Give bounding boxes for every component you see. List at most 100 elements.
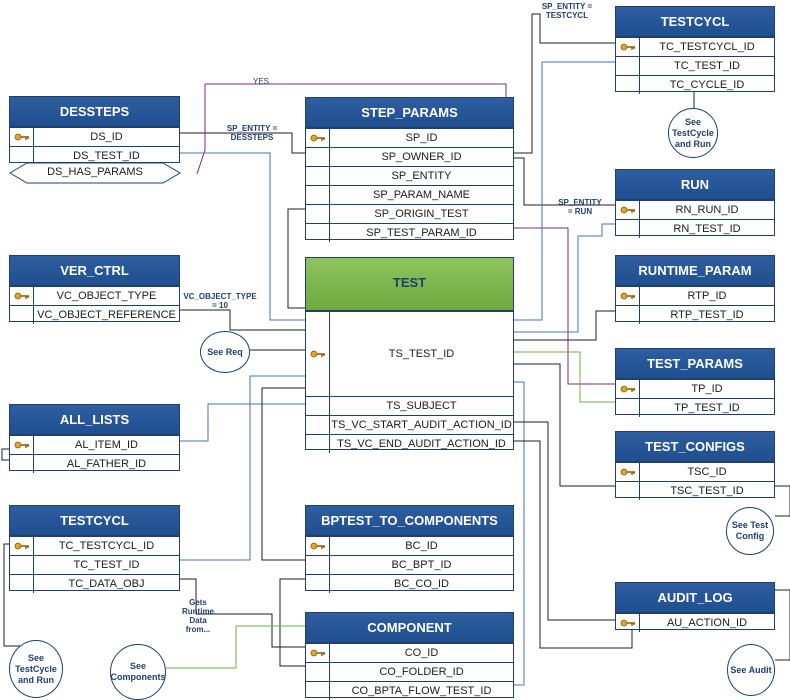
- note-line: See Audit: [730, 664, 772, 675]
- field-row: RN_RUN_ID: [616, 200, 774, 219]
- key-cell: [306, 644, 330, 662]
- field-row: TS_VC_END_AUDIT_ACTION_ID: [306, 434, 513, 453]
- note-line: See: [129, 661, 146, 671]
- field-row: TC_TEST_ID: [10, 555, 179, 574]
- field-row: SP_TEST_PARAM_ID: [306, 223, 513, 242]
- key-icon: [620, 468, 635, 476]
- key-cell: [306, 556, 330, 574]
- key-cell: [10, 455, 34, 473]
- key-icon: [620, 385, 635, 393]
- note-line: See: [684, 116, 701, 127]
- field-name: SP_ID: [405, 132, 438, 144]
- field-row: TC_TESTCYCL_ID: [616, 37, 774, 56]
- field-row: TC_TESTCYCL_ID: [10, 536, 179, 555]
- field-name: DS_ID: [90, 131, 123, 143]
- link-tsc-test: [514, 363, 616, 487]
- label-line: from...: [185, 625, 211, 634]
- key-cell: [306, 205, 330, 223]
- field-name: SP_ORIGIN_TEST: [374, 208, 469, 220]
- key-cell: [10, 147, 34, 165]
- field-row: DS_ID: [10, 127, 179, 146]
- field-row: AL_FATHER_ID: [10, 454, 179, 473]
- label-line: DESSTEPS: [230, 133, 274, 142]
- key-icon: [14, 292, 29, 300]
- diamond-shape: [9, 162, 181, 184]
- label-line: SP_ENTITY =: [226, 124, 278, 133]
- field-name: SP_ENTITY: [391, 170, 452, 182]
- key-cell: [616, 482, 640, 500]
- field-name: TS_SUBJECT: [386, 400, 457, 412]
- field-name: CO_FOLDER_ID: [379, 666, 464, 678]
- key-cell: [10, 436, 34, 454]
- label-line: = 10: [212, 301, 228, 310]
- field-row: VC_OBJECT_REFERENCE: [10, 305, 179, 324]
- label-sp-entity-run: SP_ENTITY= RUN: [550, 198, 610, 216]
- note-line: See Test: [731, 520, 769, 530]
- entity-ver-ctrl: VER_CTRL VC_OBJECT_TYPE VC_OBJECT_REFERE…: [9, 255, 180, 324]
- key-icon: [620, 43, 635, 51]
- entity-testcycl-top: TESTCYCL TC_TESTCYCL_ID TC_TEST_ID TC_CY…: [615, 6, 775, 94]
- link-rn-test: [514, 223, 616, 333]
- entity-title: RUNTIME_PARAM: [616, 256, 774, 286]
- key-cell: [10, 287, 34, 305]
- entity-test: TEST TS_TEST_ID TS_SUBJECT TS_VC_START_A…: [305, 257, 514, 453]
- field-name: CO_BPTA_FLOW_TEST_ID: [351, 685, 492, 697]
- key-icon: [14, 133, 29, 141]
- field-row: TSC_TEST_ID: [616, 481, 774, 500]
- label-line: VC_OBJECT_TYPE: [183, 292, 257, 301]
- field-name: BC_CO_ID: [393, 578, 450, 590]
- note-see-audit: See Audit: [727, 644, 775, 696]
- field-name: VC_OBJECT_TYPE: [56, 290, 157, 302]
- note-line: See: [27, 652, 44, 663]
- entity-title: TEST_PARAMS: [616, 349, 774, 379]
- link-al-test: [180, 403, 306, 442]
- link-rtp-test: [514, 310, 616, 341]
- field-name: AL_FATHER_ID: [66, 458, 147, 470]
- field-name: TC_TESTCYCL_ID: [58, 540, 155, 552]
- field-row: VC_OBJECT_TYPE: [10, 286, 179, 305]
- key-cell: [10, 128, 34, 146]
- link-audit-start: [514, 421, 616, 621]
- key-cell: [306, 537, 330, 555]
- field-row: SP_ID: [306, 128, 513, 147]
- field-name: CO_ID: [404, 647, 439, 659]
- key-cell: [10, 556, 34, 574]
- entity-title: ALL_LISTS: [10, 405, 179, 435]
- entity-title: TEST: [306, 258, 513, 311]
- field-row: CO_BPTA_FLOW_TEST_ID: [306, 681, 513, 700]
- field-row: DS_TEST_ID: [10, 146, 179, 165]
- entity-title: AUDIT_LOG: [616, 583, 774, 613]
- key-cell: [616, 380, 640, 398]
- field-name: RTP_TEST_ID: [670, 309, 744, 321]
- note-line: Config: [735, 531, 765, 541]
- field-row: AU_ACTION_ID: [616, 613, 774, 632]
- label-line: = RUN: [567, 207, 593, 216]
- key-cell: [306, 682, 330, 700]
- field-name: TC_TESTCYCL_ID: [659, 41, 755, 53]
- key-cell: [10, 306, 34, 324]
- link-sp-testcycl: [514, 13, 616, 154]
- entity-run: RUN RN_RUN_ID RN_TEST_ID: [615, 169, 775, 238]
- field-name: BC_BPT_ID: [391, 559, 452, 571]
- note-line: TestCycle: [15, 663, 57, 674]
- key-icon: [310, 649, 325, 657]
- entity-step-params: STEP_PARAMS SP_ID SP_OWNER_ID SP_ENTITY …: [305, 97, 514, 242]
- link-sp-tp: [514, 227, 616, 385]
- diamond-label: DS_HAS_PARAMS: [47, 166, 143, 178]
- label-line: SP_ENTITY =: [541, 2, 593, 11]
- link-tp-test: [514, 351, 616, 403]
- link-co-test: [514, 381, 525, 686]
- key-cell: [306, 186, 330, 204]
- note-see-req: See Req: [200, 331, 250, 373]
- entity-title: BPTEST_TO_COMPONENTS: [306, 506, 513, 536]
- field-name: RTP_ID: [687, 290, 727, 302]
- key-cell: [616, 76, 640, 94]
- field-name: RN_TEST_ID: [673, 223, 741, 235]
- label-line: SP_ENTITY: [558, 198, 602, 207]
- field-name: VC_OBJECT_REFERENCE: [37, 309, 176, 321]
- field-name: TS_TEST_ID: [388, 348, 455, 360]
- link-see-audit: [774, 589, 790, 661]
